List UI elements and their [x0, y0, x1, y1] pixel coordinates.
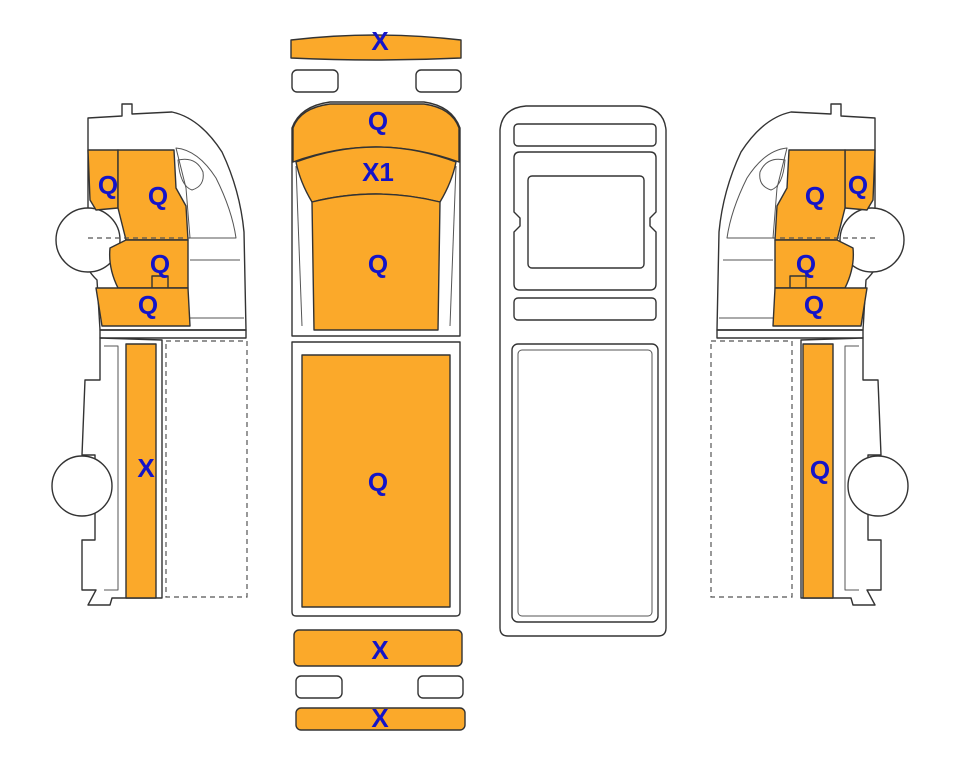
bottom-cargo-floor-inner [517, 349, 653, 617]
label-left-cargo-side: X [137, 453, 155, 483]
right-a-pillar [449, 165, 457, 327]
roof-cargo [301, 354, 451, 608]
left-cab-window [175, 147, 237, 239]
right-mirror [759, 158, 786, 191]
label-windshield: X1 [362, 157, 394, 187]
bottom-engine-block [527, 175, 645, 269]
label-front-bumper-top: X [371, 26, 389, 56]
label-left-door-upper-inner: Q [148, 181, 168, 211]
top-view-damaged: X Q X1 Q Q X X [290, 26, 466, 733]
left-mirror [177, 158, 204, 191]
right-front-wheel [839, 207, 905, 273]
right-cargo-box [710, 340, 793, 598]
label-roof-cargo: Q [368, 467, 388, 497]
bottom-cargo-floor-outer [511, 343, 659, 623]
left-side-view: Q Q Q Q X [51, 103, 248, 606]
right-cargo-side [802, 343, 834, 599]
bottom-engine-bay [513, 151, 657, 291]
bottom-front-crossmember [513, 123, 657, 147]
label-left-door-lower-inner: Q [150, 249, 170, 279]
rear-bumper-lower [295, 707, 466, 731]
label-right-sill: Q [804, 290, 824, 320]
label-right-cargo-side: Q [810, 455, 830, 485]
right-rear-wheel [847, 455, 909, 517]
right-side-view: Q Q Q Q Q [710, 103, 909, 606]
left-door-upper-outer [87, 149, 119, 211]
left-cab-floor [99, 329, 247, 339]
label-right-door-lower-inner: Q [796, 249, 816, 279]
left-chassis-detail [104, 345, 119, 591]
bottom-view-outline [499, 105, 667, 637]
left-cargo-side [125, 343, 157, 599]
label-left-sill: Q [138, 290, 158, 320]
bottom-mid-crossmember [513, 297, 657, 321]
label-rear-bumper-lower: X [371, 703, 389, 733]
left-sill [95, 287, 191, 327]
right-chassis-detail [844, 345, 859, 591]
left-headlight [291, 69, 339, 93]
front-bumper-top [290, 34, 462, 61]
left-cargo-box [165, 340, 248, 598]
left-rear-wheel [51, 455, 113, 517]
right-headlight [415, 69, 462, 93]
left-door-upper-inner [117, 149, 189, 241]
bottom-view [499, 105, 667, 637]
right-door-upper-outer [844, 149, 876, 211]
roof-front [311, 193, 441, 331]
label-roof-front: Q [368, 249, 388, 279]
label-rear-bumper-upper: X [371, 635, 389, 665]
left-a-pillar [295, 165, 303, 327]
label-right-door-upper-inner: Q [805, 181, 825, 211]
right-door-upper-inner [774, 149, 846, 241]
label-hood: Q [368, 106, 388, 136]
left-front-wheel [55, 207, 121, 273]
label-right-door-upper-outer: Q [848, 170, 868, 200]
label-left-door-upper-outer: Q [98, 170, 118, 200]
right-cab-floor [716, 329, 864, 339]
left-taillight [295, 675, 343, 699]
right-cab-window [726, 147, 788, 239]
right-taillight [417, 675, 464, 699]
right-sill [772, 287, 868, 327]
rear-bumper-upper [293, 629, 463, 667]
left-door-lower-inner [108, 239, 189, 289]
